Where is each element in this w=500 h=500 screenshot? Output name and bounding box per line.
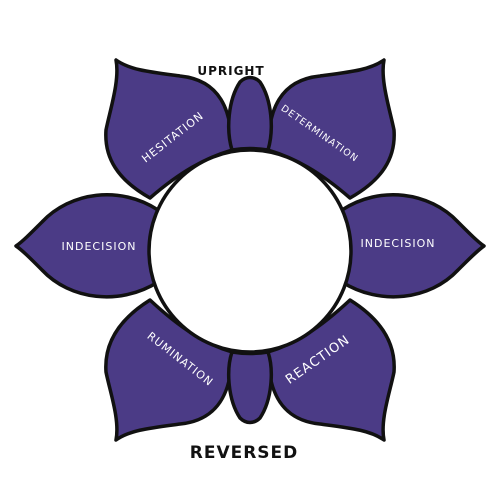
bud-bottom bbox=[226, 350, 274, 425]
label-upright: UPRIGHT bbox=[197, 64, 264, 78]
petal-label-indecision-left: INDECISION bbox=[62, 240, 137, 253]
label-reversed: REVERSED bbox=[190, 443, 299, 463]
petal-right bbox=[340, 193, 486, 299]
center-circle bbox=[147, 148, 353, 354]
petal-left bbox=[14, 193, 160, 299]
petal-upper-right bbox=[266, 58, 396, 200]
bud-top bbox=[226, 75, 274, 152]
petal-label-indecision-right: INDECISION bbox=[361, 237, 436, 250]
petal-upper-left bbox=[104, 58, 234, 200]
